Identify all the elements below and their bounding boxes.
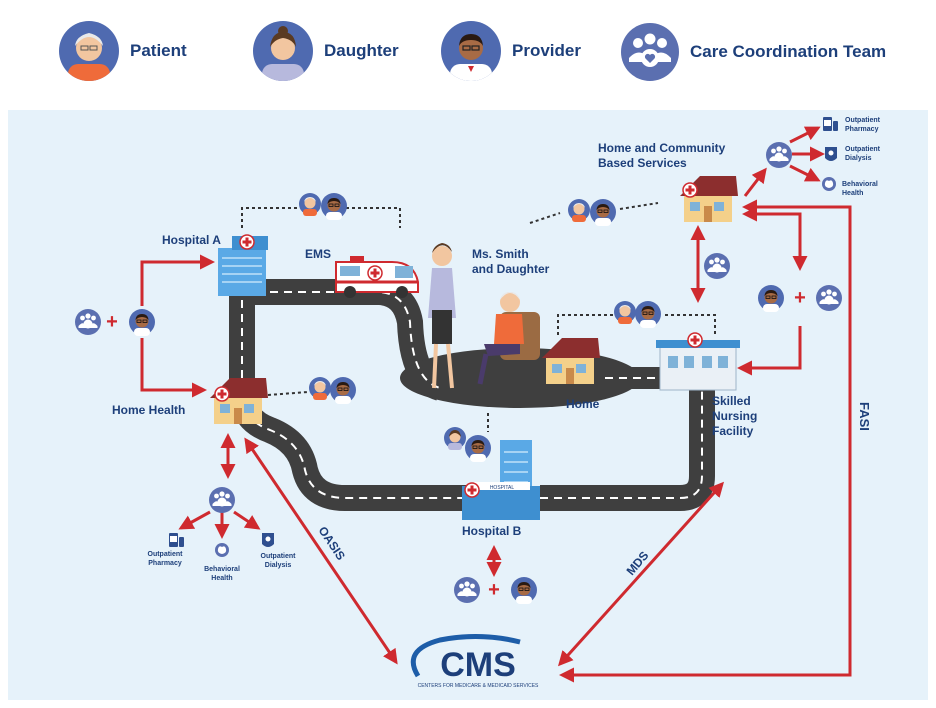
care-team-icon-hcbs-snf (704, 253, 730, 279)
mds-label: MDS (624, 548, 652, 577)
hcbs-pharmacy-label-2: Pharmacy (845, 126, 879, 133)
legend-patient-label: Patient (130, 41, 187, 60)
snf-label-line1: Skilled (712, 394, 751, 408)
hh-dialysis-label-2: Dialysis (265, 562, 292, 569)
provider-avatar-home-health (329, 376, 357, 405)
patient-avatar-home-health (309, 377, 331, 400)
patient-avatar-hospital-a (299, 193, 321, 216)
hcbs-pharmacy-label-1: Outpatient (845, 117, 881, 124)
care-team-icon (621, 23, 679, 81)
patient-avatar-icon (59, 21, 119, 81)
provider-avatar-icon (441, 21, 501, 81)
care-team-icon-home-health-services (209, 487, 235, 513)
outpatient-dialysis-icon-hh (262, 533, 274, 547)
hcbs-dialysis-label-2: Dialysis (845, 155, 872, 162)
patient-avatar-hcbs (568, 199, 590, 222)
provider-avatar-hospital-a (320, 192, 348, 221)
behavioral-health-icon-hcbs (822, 177, 836, 191)
fasi-label: FASI (857, 402, 872, 431)
skilled-nursing-facility-building-icon (656, 332, 740, 391)
provider-icon-right (757, 284, 785, 313)
cms-logo-text: CMS (440, 646, 516, 684)
behavioral-health-icon-hh (215, 543, 229, 557)
provider-avatar-snf (634, 300, 662, 329)
home-label: Home (566, 397, 600, 411)
care-team-icon-hcbs-services (766, 142, 792, 168)
hcbs-dialysis-label-1: Outpatient (845, 146, 881, 153)
svg-text:+: + (794, 287, 806, 309)
patient-avatar-snf (614, 301, 636, 324)
hh-behavioral-label-1: Behavioral (204, 566, 240, 573)
hh-behavioral-label-2: Health (211, 575, 232, 582)
legend-provider: Provider (440, 20, 581, 82)
oasis-label: OASIS (316, 524, 348, 563)
cms-logo-subtitle: CENTERS FOR MEDICARE & MEDICAID SERVICES (418, 683, 539, 689)
snf-label-line3: Facility (712, 424, 754, 438)
snf-label-line2: Nursing (712, 409, 757, 423)
home-health-label: Home Health (112, 403, 185, 417)
provider-avatar-hcbs (589, 198, 617, 227)
hospital-b-building-icon: HOSPITAL (462, 440, 540, 520)
legend-team-label: Care Coordination Team (690, 42, 887, 61)
ems-label: EMS (305, 247, 331, 261)
legend-daughter: Daughter (252, 20, 399, 82)
hospital-a-building-icon (218, 234, 268, 296)
daughter-avatar-hospital-b (444, 427, 466, 450)
care-transition-arrows (140, 126, 852, 683)
legend: Patient Daughter (0, 0, 936, 100)
ambulance-icon (335, 256, 419, 298)
svg-text:+: + (488, 579, 500, 601)
legend-patient: Patient (58, 20, 187, 82)
legend-daughter-label: Daughter (324, 41, 399, 60)
hospital-b-label: Hospital B (462, 524, 522, 538)
hcbs-behavioral-label-1: Behavioral (842, 181, 878, 188)
provider-icon-left (128, 308, 156, 337)
daughter-avatar-icon (253, 21, 313, 81)
care-team-icon-left (75, 309, 101, 335)
hcbs-label-line1: Home and Community (598, 141, 726, 155)
home-house-icon (542, 338, 600, 384)
hcbs-behavioral-label-2: Health (842, 190, 863, 197)
hh-dialysis-label-1: Outpatient (261, 553, 297, 560)
outpatient-dialysis-icon-hcbs (825, 147, 837, 161)
outpatient-pharmacy-icon-hh (169, 533, 184, 547)
legend-team: Care Coordination Team (620, 22, 886, 82)
cms-logo: CMS CENTERS FOR MEDICARE & MEDICAID SERV… (410, 633, 539, 689)
ms-smith-and-daughter-figure (428, 243, 540, 389)
care-team-icon-bottom (454, 577, 480, 603)
hcbs-label-line2: Based Services (598, 156, 687, 170)
hh-pharmacy-label-2: Pharmacy (148, 560, 182, 567)
outpatient-pharmacy-icon-hcbs (823, 117, 838, 131)
provider-icon-bottom (510, 576, 538, 605)
legend-provider-label: Provider (512, 41, 581, 60)
provider-avatar-hospital-b (464, 434, 492, 463)
hh-pharmacy-label-1: Outpatient (148, 551, 184, 558)
ms-smith-label-line1: Ms. Smith (472, 247, 529, 261)
hospital-b-sign: HOSPITAL (490, 485, 515, 491)
hospital-a-label: Hospital A (162, 233, 221, 247)
svg-text:+: + (106, 311, 118, 333)
ms-smith-label-line2: and Daughter (472, 262, 550, 276)
care-team-icon-right (816, 285, 842, 311)
